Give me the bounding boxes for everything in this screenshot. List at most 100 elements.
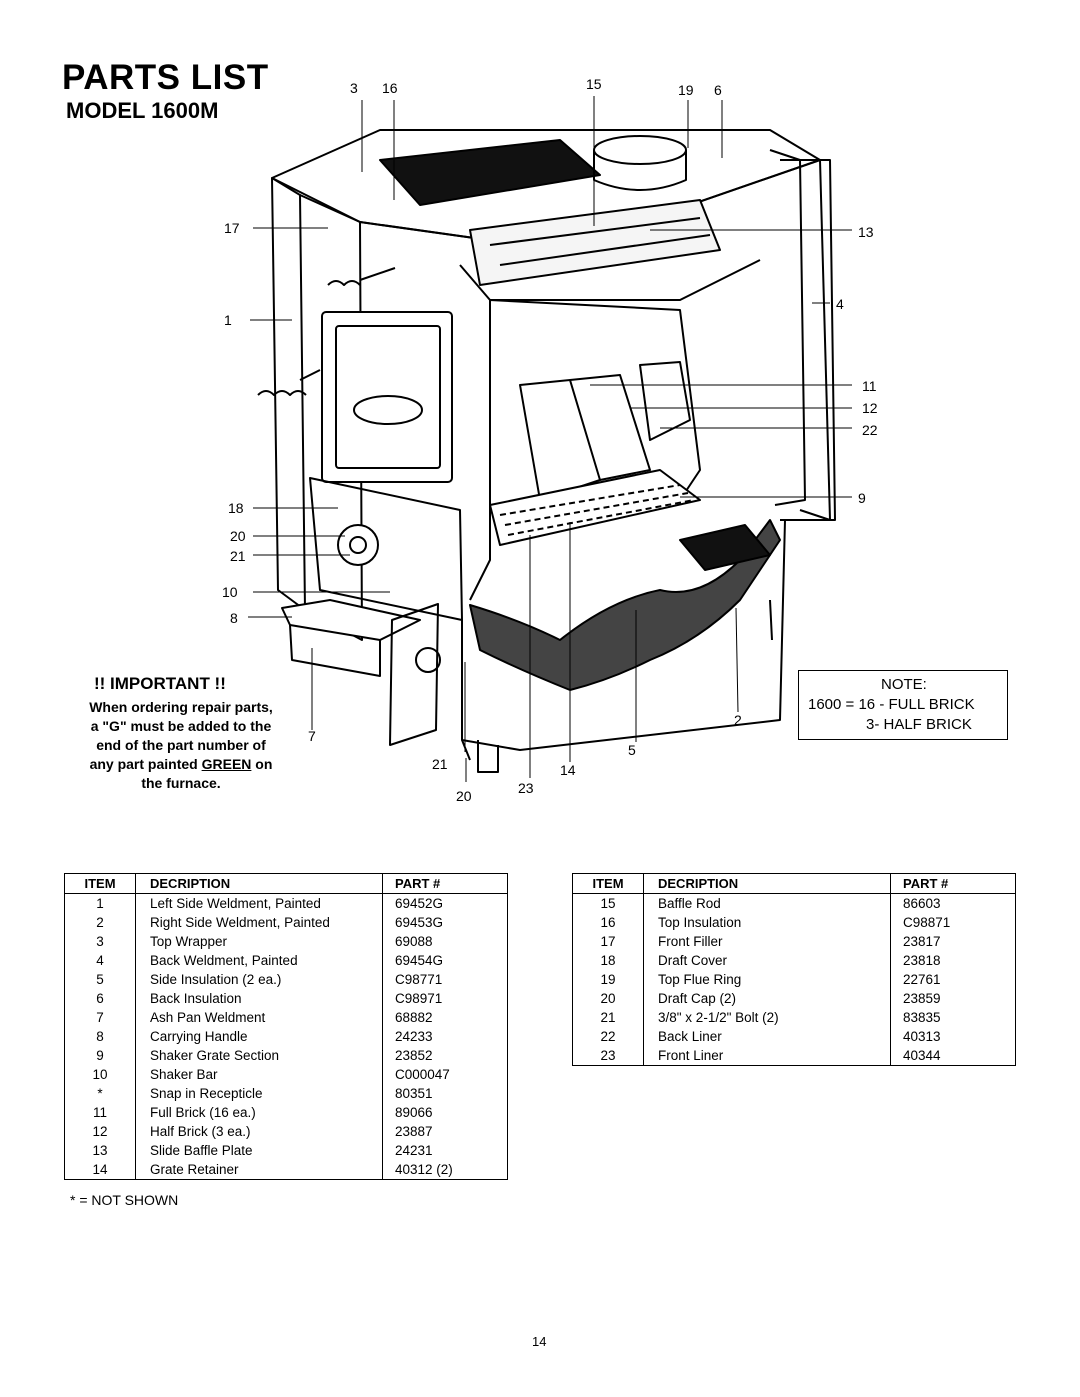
cell-item: 20	[572, 989, 644, 1008]
footnote: * = NOT SHOWN	[70, 1192, 179, 1208]
cell-description: Front Liner	[643, 1046, 891, 1066]
callout-12: 12	[862, 400, 878, 416]
cell-description: Back Weldment, Painted	[135, 951, 383, 970]
cell-item: 15	[572, 893, 644, 913]
cell-part: 24231	[395, 1143, 433, 1158]
important-line: the furnace.	[141, 775, 221, 791]
cell-description: Full Brick (16 ea.)	[135, 1103, 383, 1122]
cell-part: 40313	[903, 1029, 941, 1044]
cell-part: 40312 (2)	[395, 1162, 453, 1177]
page-title: PARTS LIST	[62, 58, 269, 97]
important-notice: When ordering repair parts, a "G" must b…	[62, 698, 300, 793]
callout-1: 1	[224, 312, 232, 328]
cell-item: 14	[64, 1160, 136, 1180]
callout-14: 14	[560, 762, 576, 778]
callout-13: 13	[858, 224, 874, 240]
cell-description: Slide Baffle Plate	[135, 1141, 383, 1160]
cell-part: 24233	[395, 1029, 433, 1044]
cell-part: C000047	[395, 1067, 450, 1082]
note-line: 3- HALF BRICK	[866, 716, 972, 733]
callout-23: 23	[518, 780, 534, 796]
callout-11: 11	[862, 378, 877, 394]
note-line: 1600 = 16 - FULL BRICK	[808, 696, 975, 713]
important-line: When ordering repair parts,	[89, 699, 273, 715]
cell-part: C98871	[903, 915, 951, 930]
callout-4: 4	[836, 296, 844, 312]
callout-19: 19	[678, 82, 694, 98]
cell-description: Side Insulation (2 ea.)	[135, 970, 383, 989]
cell-item: 16	[572, 913, 644, 932]
column-header-part: PART #	[382, 873, 508, 894]
important-heading: !! IMPORTANT !!	[94, 674, 226, 693]
cell-description: Left Side Weldment, Painted	[135, 893, 383, 913]
cell-item: 21	[572, 1008, 644, 1027]
callout-18: 18	[228, 500, 244, 516]
cell-item: 8	[64, 1027, 136, 1046]
cell-item: 1	[64, 893, 136, 913]
table-header-row: ITEM DECRIPTION PART #	[572, 873, 1016, 894]
important-text: any part painted	[89, 756, 202, 772]
cell-description: Snap in Recepticle	[135, 1084, 383, 1103]
cell-description: Grate Retainer	[135, 1160, 383, 1180]
important-line: any part painted GREEN on	[62, 755, 300, 774]
cell-item: 2	[64, 913, 136, 932]
green-emphasis: GREEN	[201, 756, 252, 772]
cell-item: 19	[572, 970, 644, 989]
cell-part: 80351	[395, 1086, 433, 1101]
cell-part: 69454G	[395, 953, 444, 968]
cell-item: 9	[64, 1046, 136, 1065]
column-header-part: PART #	[890, 873, 1016, 894]
furnace-exploded-diagram	[248, 96, 852, 782]
cell-item: 10	[64, 1065, 136, 1084]
callout-21-lower: 21	[432, 756, 448, 772]
cell-item: 4	[64, 951, 136, 970]
cell-item: 3	[64, 932, 136, 951]
callout-21: 21	[230, 548, 246, 564]
callout-6: 6	[714, 82, 722, 98]
important-line: a "G" must be added to the	[90, 718, 272, 734]
cell-description: Top Wrapper	[135, 932, 383, 951]
table-row: *Snap in Recepticle 80351	[64, 1084, 508, 1103]
cell-description: Baffle Rod	[643, 893, 891, 913]
cell-item: 12	[64, 1122, 136, 1141]
cell-description: Ash Pan Weldment	[135, 1008, 383, 1027]
cell-part: 83835	[903, 1010, 941, 1025]
cell-description: Shaker Bar	[135, 1065, 383, 1084]
cell-item: *	[64, 1084, 136, 1103]
cell-part: 23818	[903, 953, 941, 968]
model-heading: MODEL 1600M	[66, 98, 219, 123]
cell-description: Back Liner	[643, 1027, 891, 1046]
cell-description: Top Flue Ring	[643, 970, 891, 989]
cell-part: 23817	[903, 934, 941, 949]
callout-10: 10	[222, 584, 238, 600]
cell-item: 6	[64, 989, 136, 1008]
callout-20-lower: 20	[456, 788, 472, 804]
cell-item: 22	[572, 1027, 644, 1046]
callout-16: 16	[382, 80, 398, 96]
callout-3: 3	[350, 80, 358, 96]
cell-description: Shaker Grate Section	[135, 1046, 383, 1065]
cell-part: 23887	[395, 1124, 433, 1139]
cell-part: 40344	[903, 1048, 941, 1063]
table-header-row: ITEM DECRIPTION PART #	[64, 873, 508, 894]
cell-description: Right Side Weldment, Painted	[135, 913, 383, 932]
callout-2: 2	[734, 712, 742, 728]
